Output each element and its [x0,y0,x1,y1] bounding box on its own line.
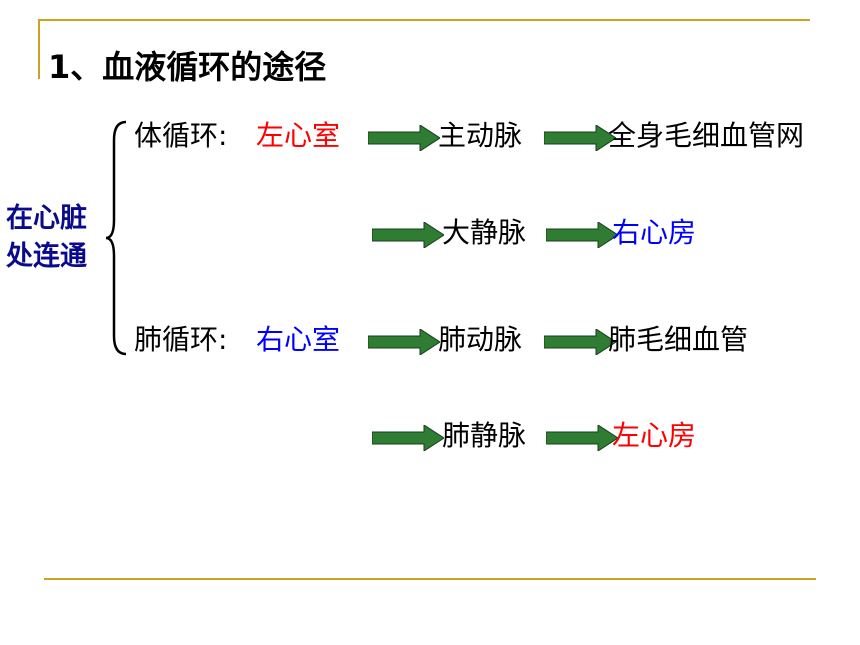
arrow-icon [368,329,440,355]
systemic-step-1: 主动脉 [438,119,523,152]
arrow-icon [546,222,618,248]
pulmonary-label: 肺循环: [134,323,228,356]
arrow-icon [546,425,618,451]
pulmonary-end: 左心房 [612,419,697,452]
connection-label: 在心脏 处连通 [6,200,87,276]
connection-label-line-1: 在心脏 [6,203,87,234]
systemic-label: 体循环: [134,119,228,152]
curly-brace [105,120,127,356]
top-rule [38,19,810,21]
systemic-start: 左心室 [256,119,341,152]
systemic-step-3: 大静脉 [442,216,527,249]
arrow-icon [368,125,440,151]
arrow-icon [544,329,616,355]
pulmonary-step-3: 肺静脉 [442,419,527,452]
slide-title: 1、血液循环的途径 [48,48,327,86]
arrow-icon [372,425,444,451]
systemic-step-2: 全身毛细血管网 [608,119,805,152]
systemic-end: 右心房 [612,216,697,249]
connection-label-line-2: 处连通 [6,241,87,272]
arrow-icon [544,125,616,151]
arrow-icon [372,222,444,248]
pulmonary-step-2: 肺毛细血管 [608,323,749,356]
left-rule [38,19,40,79]
pulmonary-step-1: 肺动脉 [438,323,523,356]
bottom-rule [44,578,816,580]
pulmonary-start: 右心室 [256,323,341,356]
